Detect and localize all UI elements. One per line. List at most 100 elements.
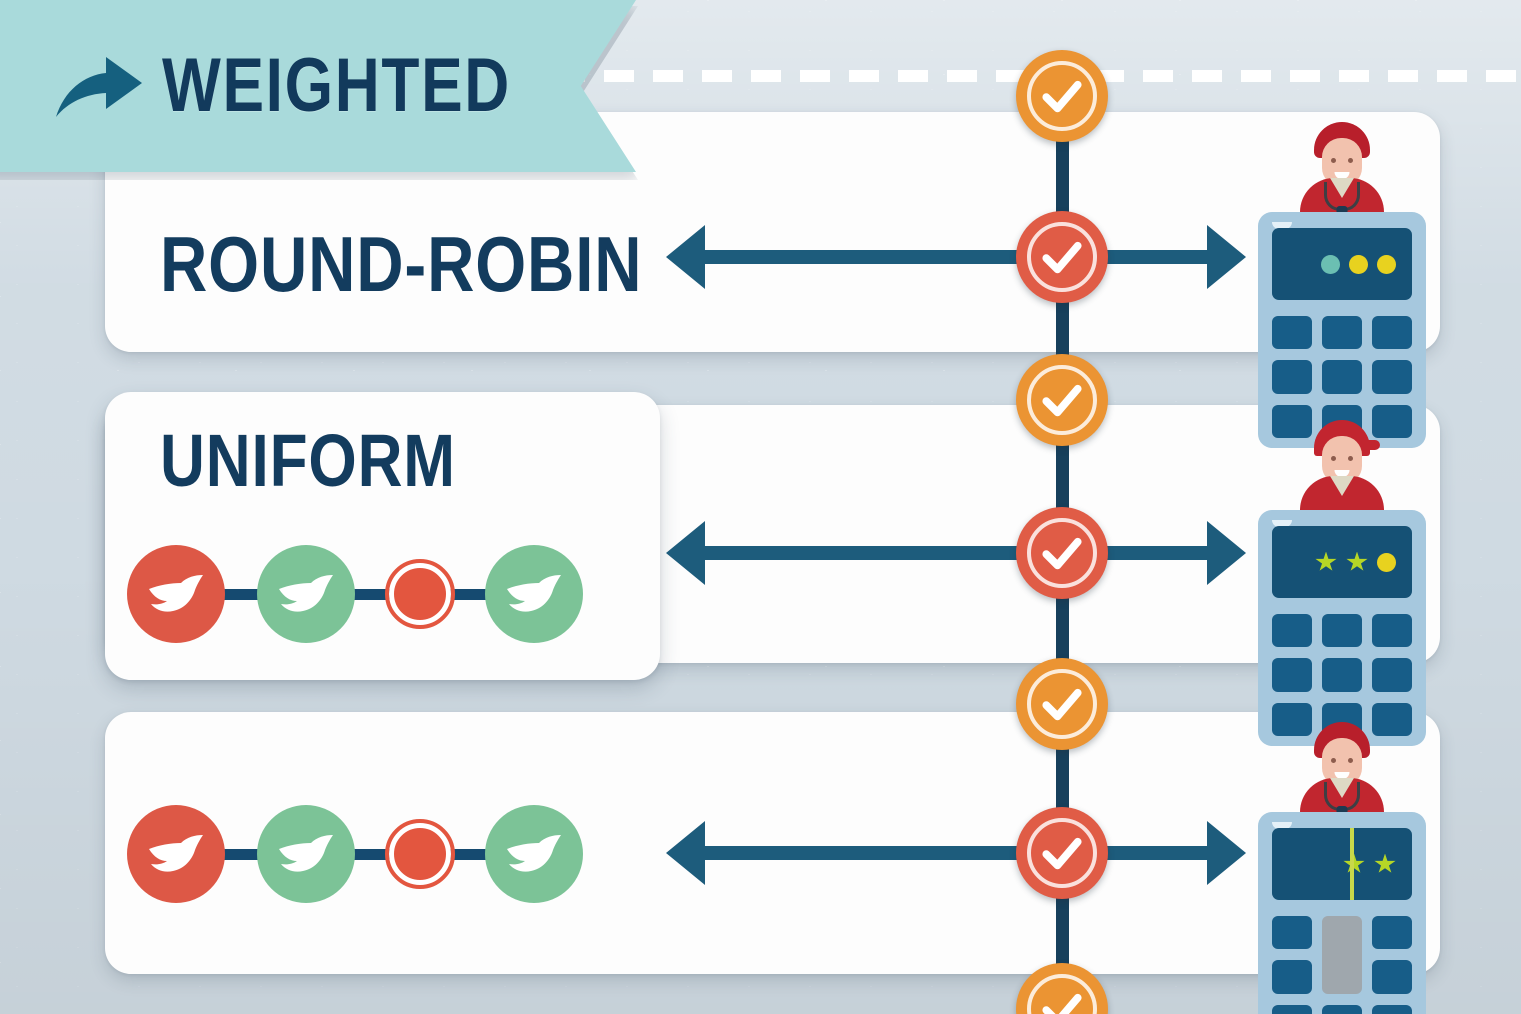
mouth-icon <box>1334 172 1350 179</box>
id-badge-icon <box>1336 206 1348 217</box>
badge-ring <box>1027 518 1097 588</box>
chain-connector <box>349 848 395 860</box>
terminal-key[interactable] <box>1322 1004 1362 1014</box>
arrow-right-icon-row2 <box>1098 546 1208 560</box>
check-badge-orange-1[interactable] <box>1016 50 1108 142</box>
status-star-green <box>1315 551 1337 571</box>
terminal-key[interactable] <box>1372 658 1412 692</box>
terminal-keypad-row1[interactable] <box>1258 212 1426 448</box>
chain-connector <box>445 588 491 600</box>
terminal-key[interactable] <box>1272 360 1312 394</box>
curved-arrow-icon <box>56 57 142 117</box>
badge-ring <box>1027 222 1097 292</box>
terminal-keys-row1[interactable] <box>1272 316 1412 438</box>
id-badge-icon <box>1336 806 1348 817</box>
check-icon <box>1042 537 1082 570</box>
terminal-key[interactable] <box>1372 702 1412 736</box>
terminal-keys-row3[interactable] <box>1272 916 1412 1014</box>
bird-icon <box>279 575 333 612</box>
status-dot-yellow <box>1377 552 1396 572</box>
badge-ring <box>1027 669 1097 739</box>
check-badge-orange-3[interactable] <box>1016 658 1108 750</box>
ring-dot-icon[interactable] <box>385 819 455 889</box>
check-badge-orange-2[interactable] <box>1016 354 1108 446</box>
terminal-screen-row2 <box>1272 526 1412 598</box>
arrow-right-icon-row1 <box>1098 250 1208 264</box>
terminal-key[interactable] <box>1272 404 1312 438</box>
terminal-key[interactable] <box>1272 702 1312 736</box>
check-badge-red-3[interactable] <box>1016 807 1108 899</box>
terminal-keypad-row2[interactable] <box>1258 510 1426 746</box>
check-icon <box>1042 384 1082 417</box>
terminal-key[interactable] <box>1322 360 1362 394</box>
terminal-key[interactable] <box>1372 960 1412 994</box>
bird-node-green[interactable] <box>485 545 583 643</box>
terminal-key[interactable] <box>1372 1004 1412 1014</box>
terminal-key[interactable] <box>1372 316 1412 350</box>
terminal-key[interactable] <box>1322 658 1362 692</box>
bird-chain-uniform <box>127 545 583 643</box>
terminal-screen-row1 <box>1272 228 1412 300</box>
badge-ring <box>1027 818 1097 888</box>
bird-icon <box>507 575 561 612</box>
terminal-key[interactable] <box>1322 316 1362 350</box>
terminal-key[interactable] <box>1372 614 1412 648</box>
bird-icon <box>149 575 203 612</box>
bird-icon <box>149 835 203 872</box>
bird-icon <box>507 835 561 872</box>
agent-avatar-row1 <box>1292 122 1392 222</box>
banner-title: WEIGHTED <box>162 43 511 128</box>
terminal-key[interactable] <box>1272 960 1312 994</box>
bird-node-red[interactable] <box>127 805 225 903</box>
terminal-key[interactable] <box>1322 614 1362 648</box>
chain-connector <box>445 848 491 860</box>
bird-chain-weighted <box>127 805 583 903</box>
bird-node-red[interactable] <box>127 545 225 643</box>
mouth-icon <box>1334 772 1350 779</box>
check-icon <box>1042 837 1082 870</box>
row-label-uniform: UNIFORM <box>160 419 456 502</box>
terminal-key[interactable] <box>1272 1004 1312 1014</box>
check-badge-red-1[interactable] <box>1016 211 1108 303</box>
chain-connector <box>349 588 395 600</box>
bird-icon <box>279 835 333 872</box>
terminal-key[interactable] <box>1372 360 1412 394</box>
agent-terminal-row1[interactable] <box>1258 122 1426 448</box>
chain-connector <box>219 848 263 860</box>
row-label-round-robin: ROUND-ROBIN <box>160 220 643 308</box>
ring-dot-icon[interactable] <box>385 559 455 629</box>
terminal-key[interactable] <box>1272 916 1312 950</box>
terminal-key[interactable] <box>1272 658 1312 692</box>
check-icon <box>1042 241 1082 274</box>
agent-avatar-row3 <box>1292 722 1392 822</box>
agent-avatar-row2 <box>1292 420 1392 520</box>
badge-ring <box>1027 61 1097 131</box>
status-dot-yellow <box>1349 254 1368 274</box>
check-icon <box>1042 993 1082 1014</box>
status-star-green <box>1343 853 1365 873</box>
bird-node-green[interactable] <box>485 805 583 903</box>
terminal-keypad-row3[interactable] <box>1258 812 1426 1014</box>
status-dot-teal <box>1321 254 1340 274</box>
agent-terminal-row3[interactable] <box>1258 722 1426 1014</box>
terminal-keys-row2[interactable] <box>1272 614 1412 736</box>
badge-ring <box>1027 365 1097 435</box>
bird-node-green[interactable] <box>257 545 355 643</box>
chain-connector <box>219 588 263 600</box>
terminal-key[interactable] <box>1272 316 1312 350</box>
bird-node-green[interactable] <box>257 805 355 903</box>
arrow-left-icon-row1 <box>704 250 1024 264</box>
check-badge-red-2[interactable] <box>1016 507 1108 599</box>
terminal-screen-row3 <box>1272 828 1412 900</box>
status-dot-yellow <box>1377 254 1396 274</box>
status-star-green <box>1374 853 1396 873</box>
agent-terminal-row2[interactable] <box>1258 420 1426 746</box>
check-icon <box>1042 688 1082 721</box>
terminal-key-large[interactable] <box>1322 916 1362 994</box>
weighted-banner: WEIGHTED <box>0 0 636 172</box>
terminal-key[interactable] <box>1272 614 1312 648</box>
terminal-key[interactable] <box>1372 404 1412 438</box>
status-star-green <box>1346 551 1368 571</box>
terminal-key[interactable] <box>1372 916 1412 950</box>
